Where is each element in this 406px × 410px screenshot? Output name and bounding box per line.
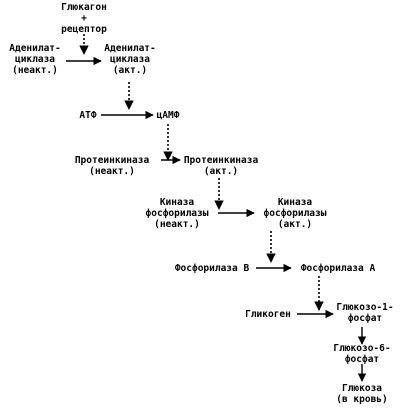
- node-phosphorylase-kinase-active: Киназа фосфорилазы (акт.): [263, 197, 327, 230]
- node-adenylate-cyclase-inactive: Аденилат- циклаза (неакт.): [9, 43, 61, 76]
- node-camp: цАМФ: [156, 110, 180, 121]
- node-glucagon-receptor: Глюкагон + рецептор: [61, 2, 107, 35]
- node-glucose-6-phosphate: Глюкозо-6- фосфат: [333, 343, 391, 365]
- node-atp: АТФ: [79, 110, 97, 121]
- node-glycogen: Гликоген: [245, 309, 291, 320]
- node-protein-kinase-inactive: Протеинкиназа (неакт.): [74, 155, 150, 177]
- node-phosphorylase-kinase-inactive: Киназа фосфорилазы (неакт.): [145, 197, 209, 230]
- node-adenylate-cyclase-active: Аденилат- циклаза (акт.): [104, 43, 156, 76]
- node-protein-kinase-active: Протеинкиназа (акт.): [183, 155, 259, 177]
- node-phosphorylase-b: Фосфорилаза В: [174, 263, 250, 274]
- node-phosphorylase-a: Фосфорилаза А: [300, 263, 376, 274]
- node-glucose: Глюкоза (в кровь): [336, 383, 388, 405]
- node-glucose-1-phosphate: Глюкозо-1- фосфат: [336, 302, 394, 324]
